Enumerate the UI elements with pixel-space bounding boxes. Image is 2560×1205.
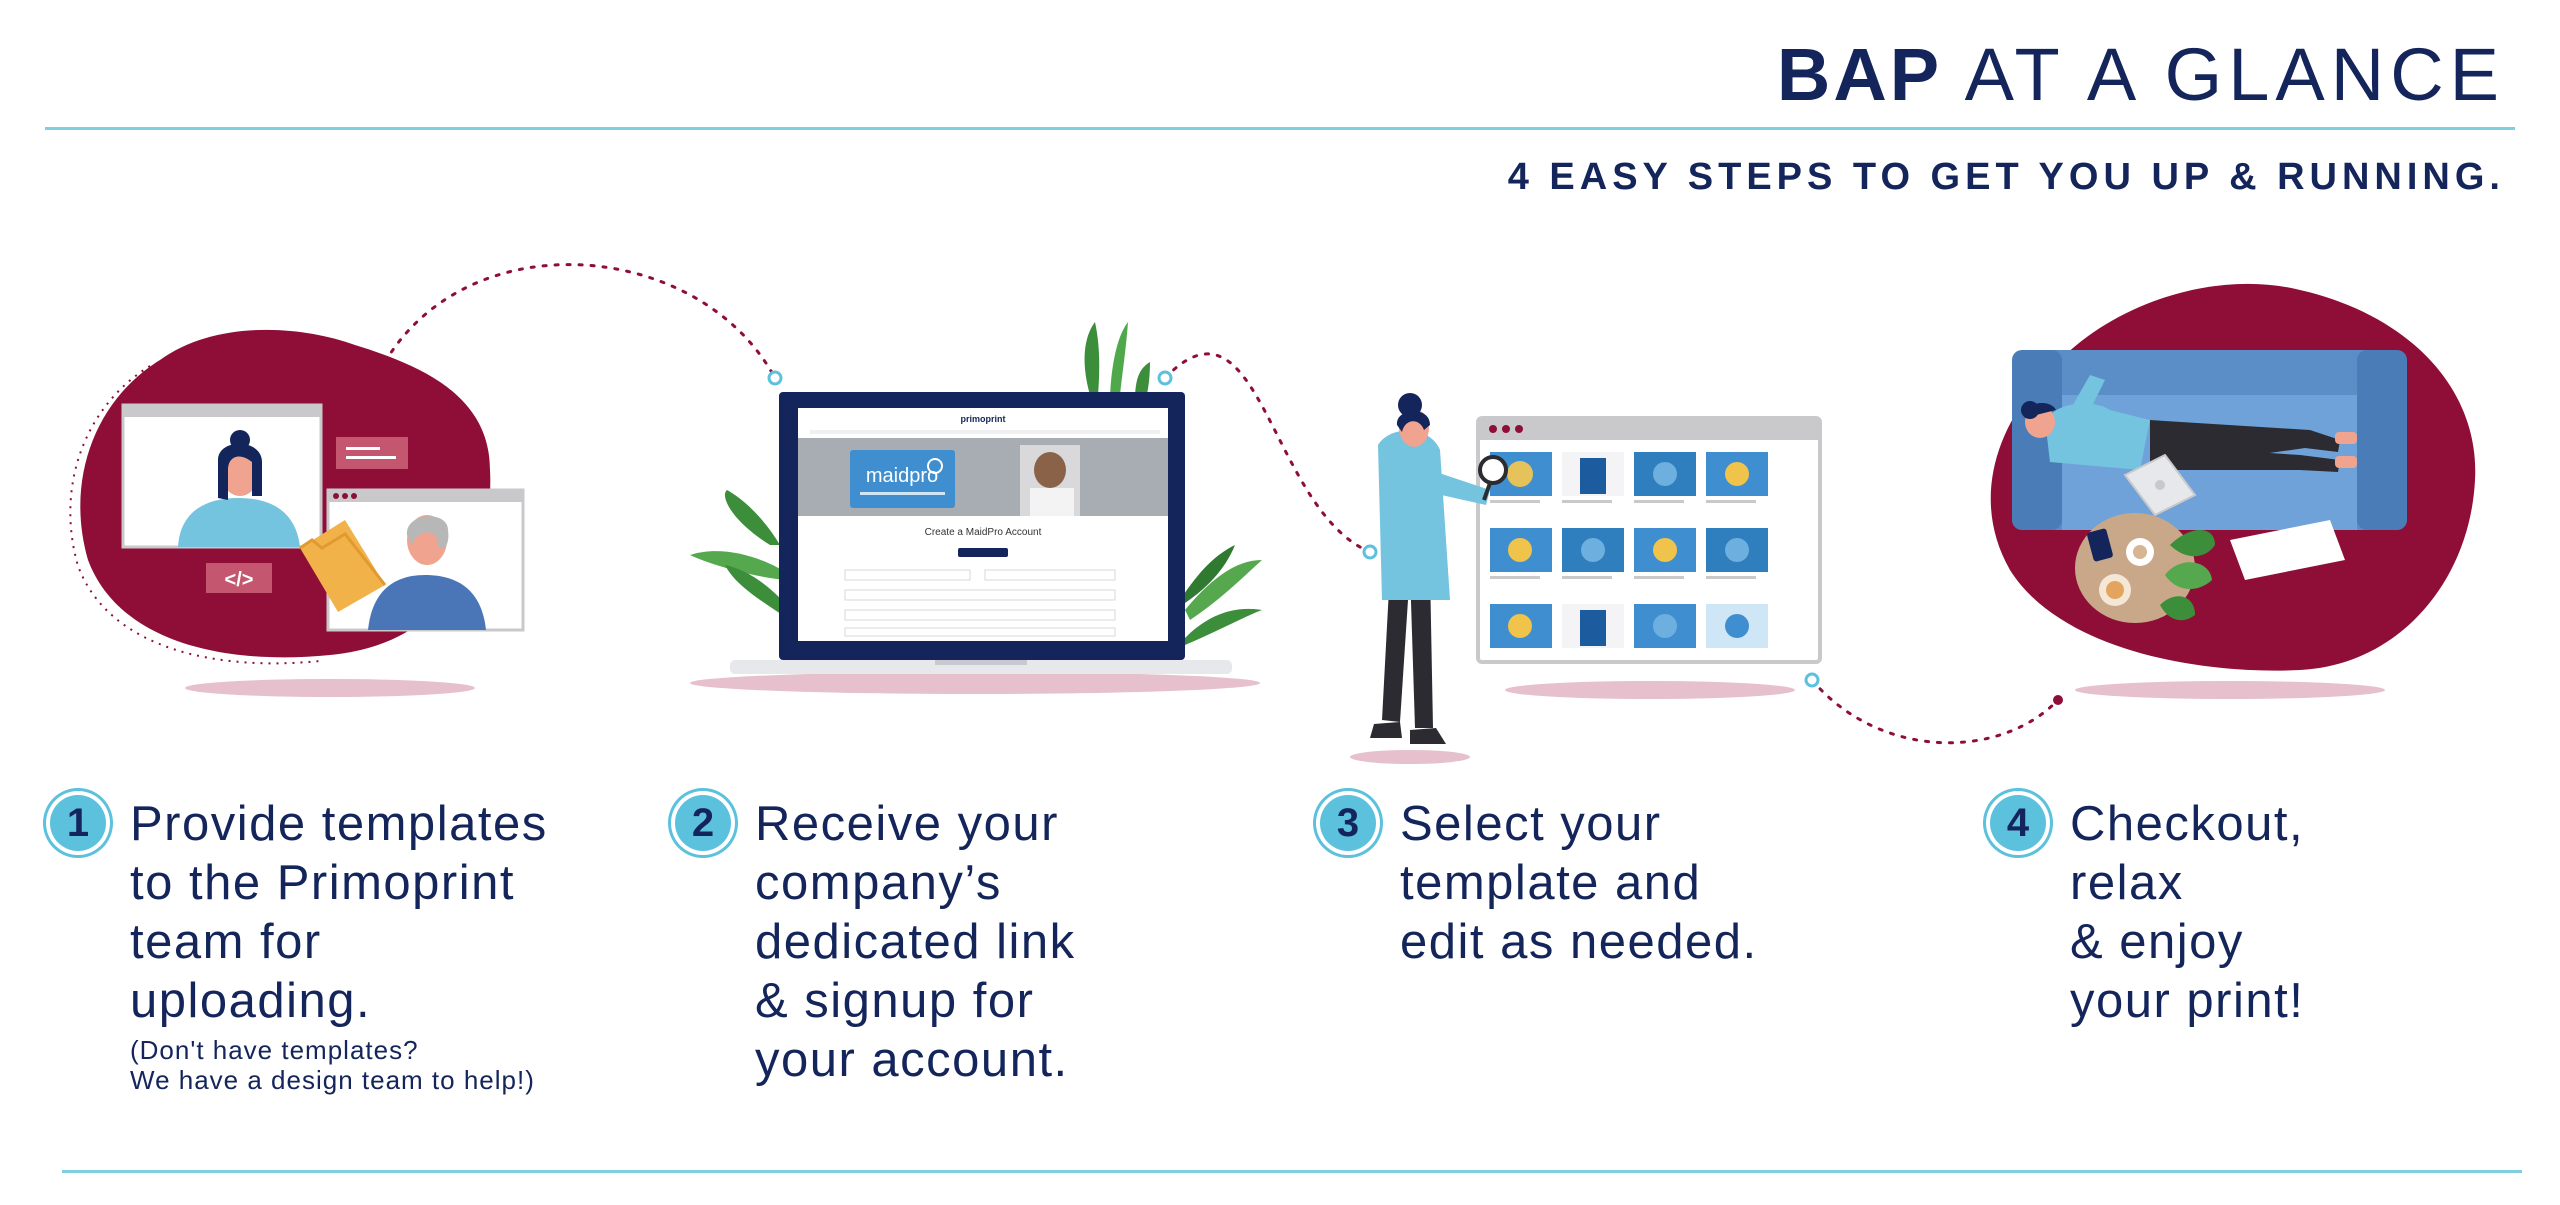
shadow-4 [2075, 681, 2385, 699]
step4-illustration [1990, 283, 2476, 671]
step-description: Select your template and edit as needed. [1400, 797, 1758, 969]
folder-icon [300, 520, 385, 612]
step-number-badge: 1 [50, 795, 106, 851]
shadow-1 [185, 679, 475, 697]
step-number-badge: 3 [1320, 795, 1376, 851]
bottom-divider [62, 1170, 2522, 1173]
page-title: BAP AT A GLANCE [1776, 33, 2505, 116]
shadow-2 [690, 672, 1260, 694]
shadow-3-figure [1350, 750, 1470, 764]
page-subtitle: 4 EASY STEPS TO GET YOU UP & RUNNING. [1507, 156, 2505, 198]
step-note: (Don't have templates? We have a design … [130, 1035, 535, 1095]
shadow-3-screen [1505, 681, 1795, 699]
connector-1-2 [383, 263, 777, 380]
step3-illustration [1370, 393, 1822, 744]
connector-3-4 [1810, 678, 2060, 745]
brand-label: primoprint [961, 414, 1006, 424]
top-divider [45, 127, 2515, 130]
label-card [336, 437, 408, 469]
maidpro-logo: maidpro [866, 465, 938, 487]
plant-icon [2170, 530, 2215, 557]
laptop-base [730, 660, 1232, 674]
template-grid [1490, 452, 1768, 648]
step-number-badge: 2 [675, 795, 731, 851]
step-description: Receive your company’s dedicated link & … [755, 797, 1076, 1087]
step-description: Checkout, relax & enjoy your print! [2070, 797, 2305, 1028]
magnifier-icon [1478, 455, 1508, 485]
connector-2-3 [1163, 352, 1372, 554]
step1-illustration: </> [69, 329, 525, 665]
step-description: Provide templates to the Primoprint team… [130, 797, 548, 1028]
signup-heading: Create a MaidPro Account [925, 527, 1042, 538]
code-card [206, 563, 272, 593]
step2-illustration: primoprint maidpro Create a MaidPro Acco… [690, 322, 1262, 674]
code-tag: </> [225, 569, 254, 591]
step-number-badge: 4 [1990, 795, 2046, 851]
hoodie [1378, 430, 1450, 600]
